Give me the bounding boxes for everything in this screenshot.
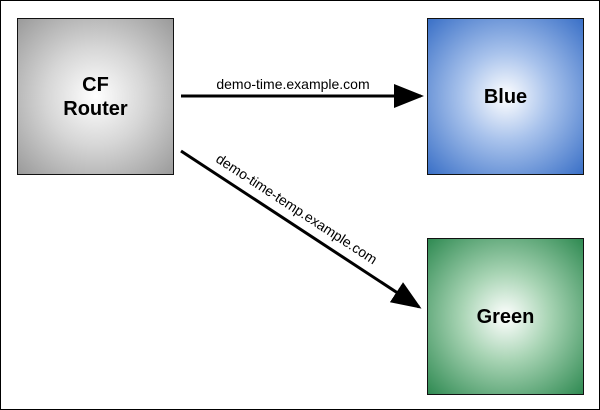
green-node: Green [427, 238, 584, 395]
edge-label-to-blue: demo-time.example.com [216, 76, 369, 92]
green-label: Green [476, 305, 535, 328]
cf-router-label: CF Router [63, 73, 128, 120]
blue-label: Blue [483, 85, 528, 108]
blue-node: Blue [427, 18, 584, 175]
edge-label-to-green: demo-time-temp.example.com [213, 150, 380, 267]
arrow-router-to-green [180, 149, 422, 309]
cf-router-node: CF Router [17, 18, 174, 175]
